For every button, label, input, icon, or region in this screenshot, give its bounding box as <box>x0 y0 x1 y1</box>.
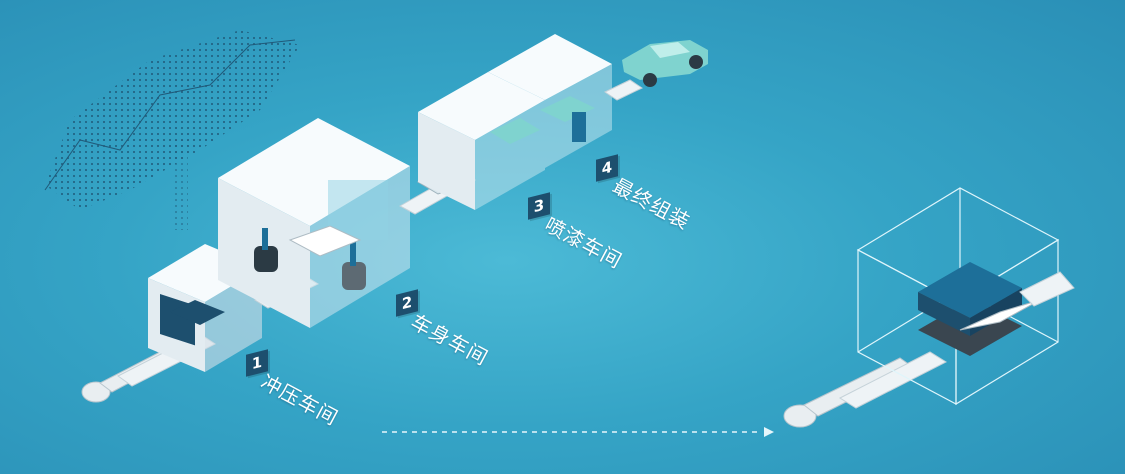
press-machine-icon <box>170 300 225 325</box>
robot-arm-icon-2 <box>572 112 586 142</box>
dashed-arrow-icon <box>382 427 774 437</box>
press-machine-icon-right <box>918 262 1041 356</box>
final-assembly-building <box>488 34 612 168</box>
body-shop-building <box>218 118 410 328</box>
car-body-icon <box>288 225 362 257</box>
steel-coil-icon-right <box>783 357 915 428</box>
paint-shop-building <box>418 72 545 210</box>
data-cloud-icon <box>44 30 300 230</box>
robot-arm-icon <box>254 228 366 290</box>
finished-car-icon <box>622 40 708 87</box>
